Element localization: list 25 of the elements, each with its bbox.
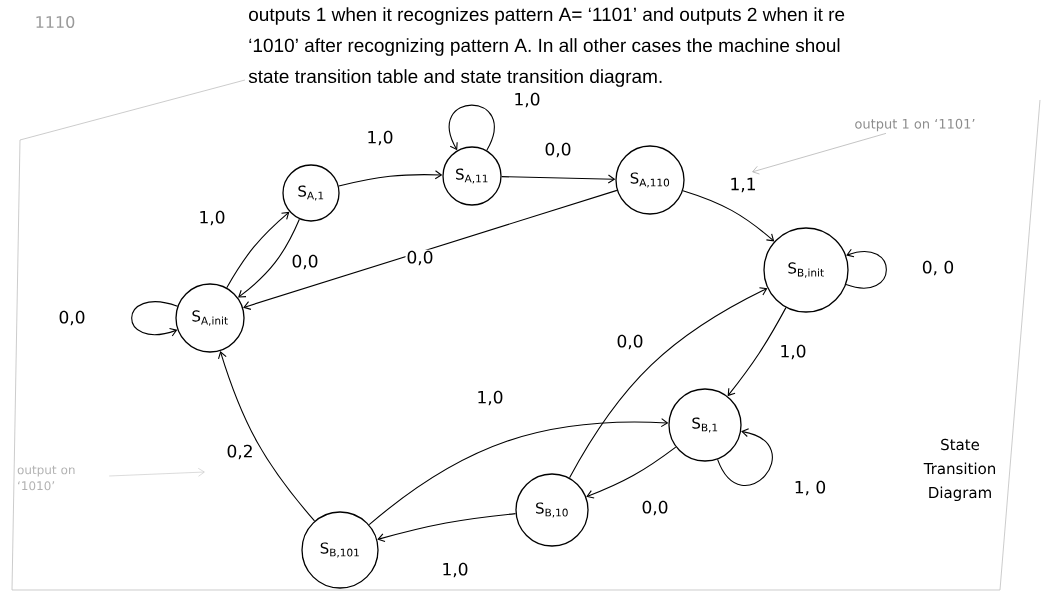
arrow — [501, 174, 616, 184]
arrow — [338, 170, 443, 187]
problem-text: ‘1010’ after recognizing pattern A. In all other cases the machine shoul — [249, 38, 840, 56]
title-text: State Transition Diagram — [923, 438, 995, 502]
arrow — [238, 218, 300, 298]
leader-line — [108, 467, 205, 477]
problem-text: state transition table and state transition diagram. — [248, 69, 662, 87]
arrow — [377, 513, 517, 543]
arrow — [217, 351, 316, 522]
arrow — [569, 287, 768, 479]
arrow — [717, 428, 773, 486]
arrow — [586, 446, 677, 499]
problem-text: outputs 1 when it recognizes pattern A= ‘1101’ and outputs 2 when it re — [249, 7, 845, 25]
arrow — [226, 211, 290, 289]
annotation-text: output on ‘1010’ — [17, 465, 75, 491]
note-text: 1110 — [36, 15, 75, 29]
arrow — [131, 301, 178, 337]
arrow — [682, 190, 775, 242]
arrow — [243, 189, 618, 310]
arrow — [727, 307, 787, 397]
arrow — [368, 418, 669, 526]
annotation-text: output 1 on ‘1101’ — [855, 118, 975, 132]
arrow — [845, 248, 887, 289]
leader-line — [752, 133, 887, 175]
arrow — [448, 104, 495, 151]
